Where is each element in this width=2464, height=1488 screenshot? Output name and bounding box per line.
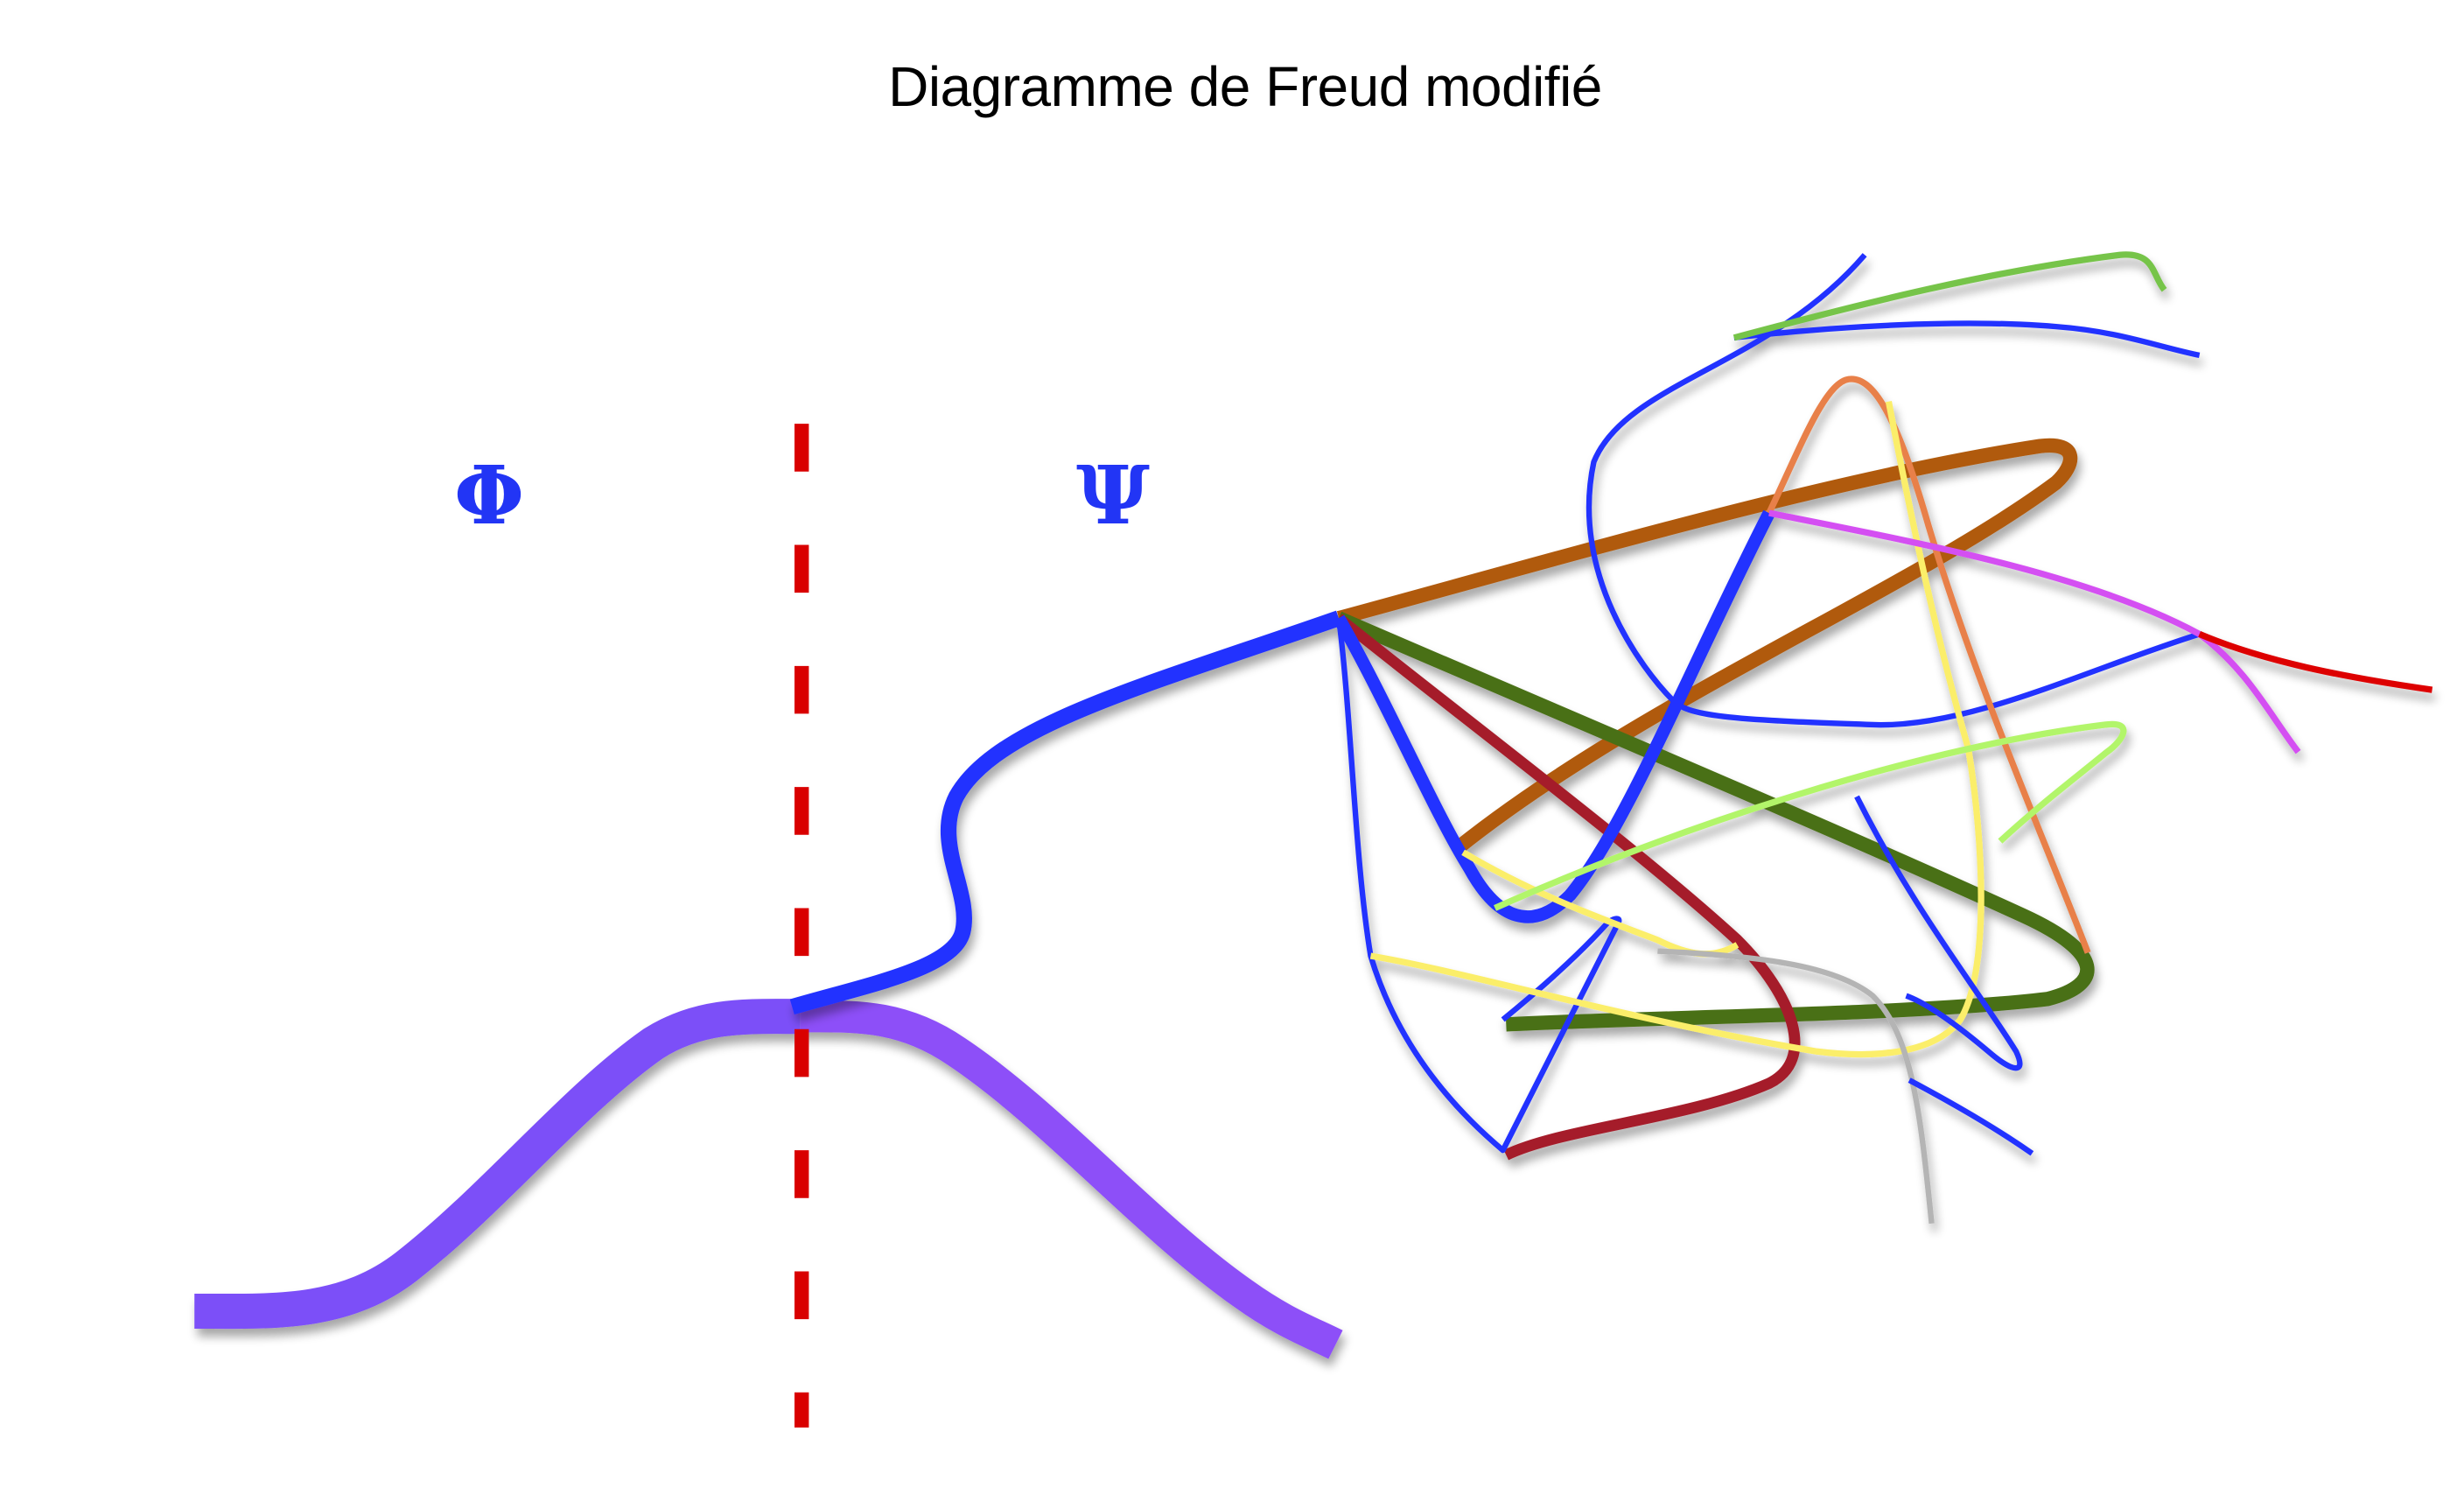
blue-thin-loop (1335, 617, 1622, 1154)
brown-path (1336, 438, 2078, 853)
psi-curve (789, 610, 1342, 1015)
blue-v-path (1333, 509, 1775, 923)
yellow-long-path (1369, 400, 1984, 1058)
phi-wave-right (800, 1000, 1343, 1359)
psi-network (789, 251, 2433, 1225)
phi-wave-left (194, 999, 801, 1330)
gray-path (1657, 948, 1935, 1225)
phi-wave-curve (194, 999, 1343, 1359)
blue-right-loop (1854, 795, 2023, 1071)
blue-top-line (1733, 320, 2201, 359)
magenta-path (1768, 509, 2301, 755)
diagram-title: Diagramme de Freud modifié (888, 55, 1602, 118)
red-tail-path (2198, 631, 2433, 693)
light-green-path (1494, 720, 2127, 911)
dark-green-path (1335, 611, 2095, 1032)
dark-red-path (1335, 614, 1801, 1161)
blue-lower-right (1908, 1077, 2034, 1156)
psi-label: Ψ (1076, 448, 1151, 543)
orange-peak-path (1766, 376, 2091, 954)
green-top-path (1732, 251, 2167, 341)
phi-label: Φ (454, 448, 525, 543)
